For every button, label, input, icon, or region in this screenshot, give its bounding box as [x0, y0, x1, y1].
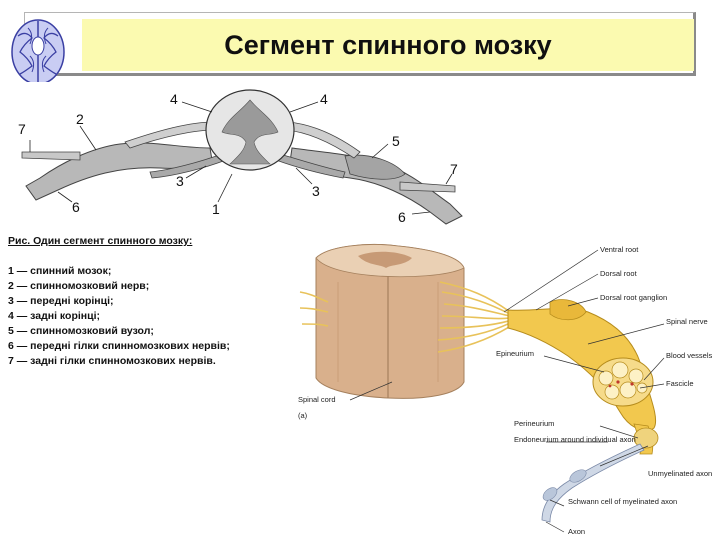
spinal-segment-figure: 4 4 2 7 3 3 5 7 6 6 1 [0, 82, 475, 232]
label-spinal-cord: Spinal cord [298, 395, 336, 404]
label-panel-a: (a) [298, 411, 308, 420]
brain-icon [8, 16, 68, 86]
label-schwann-cell: Schwann cell of myelinated axon [568, 497, 677, 506]
label-dorsal-root: Dorsal root [600, 269, 638, 278]
label-ventral-root: Ventral root [600, 245, 639, 254]
label-unmyelinated-axon: Unmyelinated axon [648, 469, 712, 478]
slide-title: Сегмент спинного мозку [224, 30, 551, 61]
figure-caption: Рис. Один сегмент спинного мозку: 1 — сп… [8, 234, 298, 369]
label-perineurium: Perineurium [514, 419, 554, 428]
label-1: 1 [212, 201, 220, 217]
caption-item-5: 5 — спинномозковий вузол; [8, 324, 298, 339]
caption-item-4: 4 — задні корінці; [8, 309, 298, 324]
title-band: Сегмент спинного мозку [82, 19, 694, 71]
caption-item-3: 3 — передні корінці; [8, 294, 298, 309]
caption-item-7: 7 — задні гілки спинномозкових нервів. [8, 354, 298, 369]
caption-item-1: 1 — спинний мозок; [8, 264, 298, 279]
label-3-left: 3 [176, 173, 184, 189]
label-blood-vessels: Blood vessels [666, 351, 713, 360]
label-3-right: 3 [312, 183, 320, 199]
label-6-right: 6 [398, 209, 406, 225]
label-endoneurium: Endoneurium around individual axon [514, 435, 636, 444]
caption-title: Рис. Один сегмент спинного мозку: [8, 234, 298, 249]
label-epineurium: Epineurium [496, 349, 534, 358]
caption-item-6: 6 — передні гілки спинномозкових нервів; [8, 339, 298, 354]
label-4-right: 4 [320, 91, 328, 107]
label-5: 5 [392, 133, 400, 149]
label-7-right: 7 [450, 161, 458, 177]
label-4-left: 4 [170, 91, 178, 107]
spinal-nerve-anatomy-figure: Ventral root Dorsal root Dorsal root gan… [288, 232, 720, 540]
label-6-left: 6 [72, 199, 80, 215]
label-7-left: 7 [18, 121, 26, 137]
label-spinal-nerve: Spinal nerve [666, 317, 708, 326]
caption-item-2: 2 — спинномозковий нерв; [8, 279, 298, 294]
axon-strand [542, 444, 644, 522]
label-dorsal-root-ganglion: Dorsal root ganglion [600, 293, 667, 302]
label-2: 2 [76, 111, 84, 127]
label-axon: Axon [568, 527, 585, 536]
label-fascicle: Fascicle [666, 379, 694, 388]
